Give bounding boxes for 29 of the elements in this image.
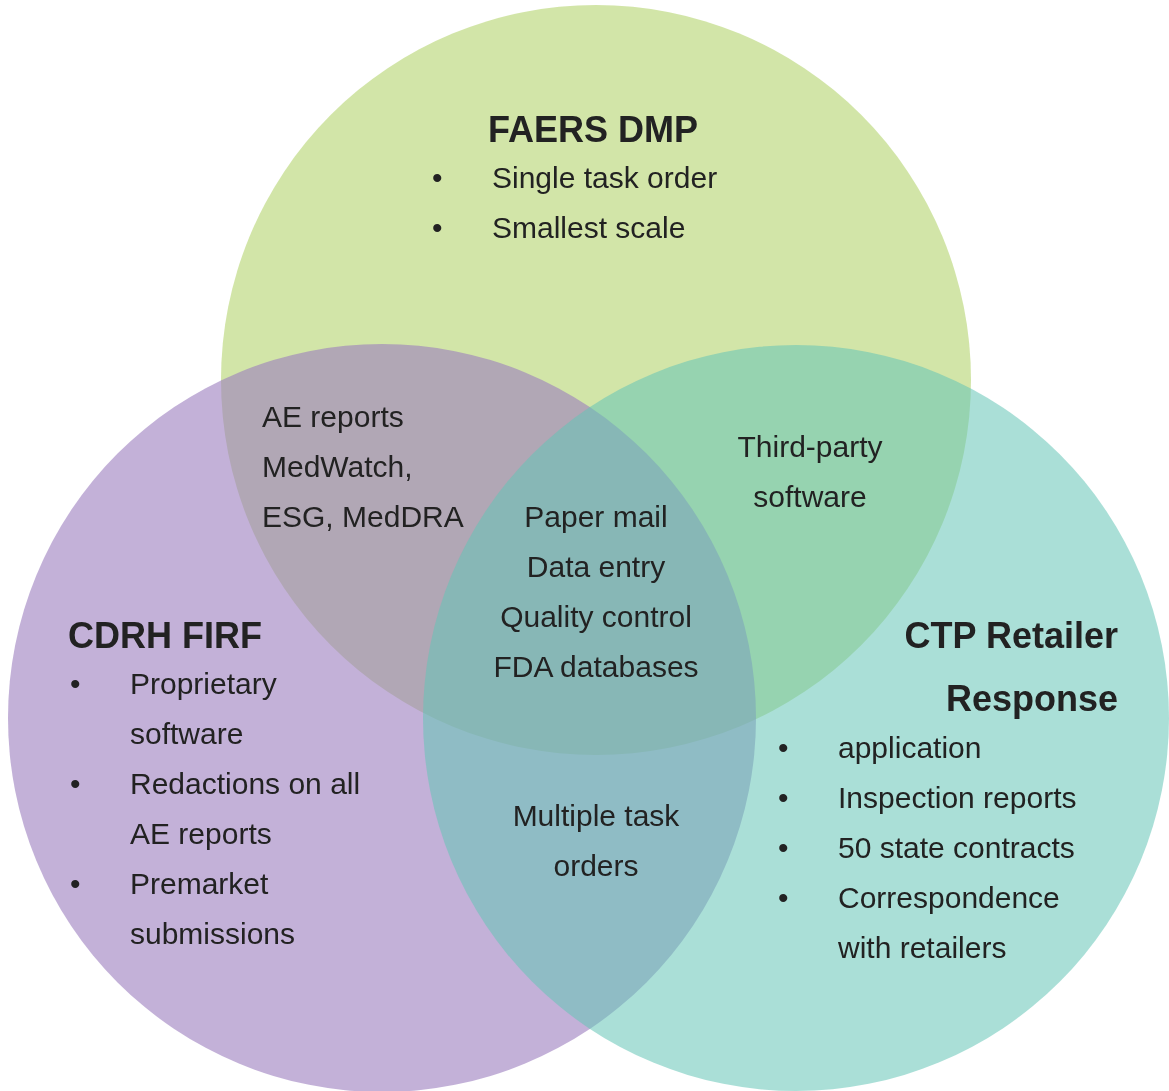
overlap-text: FDA databases (492, 649, 700, 685)
bullet-item: Correspondence with retailers (838, 880, 1061, 966)
bullet-item: Single task order (492, 160, 719, 196)
set-title: CTP Retailer Response (903, 614, 1118, 721)
overlap-text: Paper mail (523, 499, 669, 535)
bullet-item: application (838, 730, 983, 766)
overlap-text: Multiple task orders (511, 798, 681, 884)
bullet-marker: • (431, 160, 444, 196)
bullet-marker: • (777, 730, 790, 766)
bullet-marker: • (777, 880, 790, 916)
bullet-item: Premarket submissions (130, 866, 297, 952)
bullet-marker: • (431, 210, 444, 246)
bullet-item: Proprietary software (130, 666, 278, 752)
overlap-text: AE reports (262, 399, 405, 435)
bullet-item: 50 state contracts (838, 830, 1076, 866)
overlap-text: Data entry (525, 549, 667, 585)
bullet-item: Smallest scale (492, 210, 687, 246)
bullet-marker: • (69, 866, 82, 902)
bullet-marker: • (69, 766, 82, 802)
overlap-text: Quality control (499, 599, 693, 635)
bullet-marker: • (777, 830, 790, 866)
bullet-item: Inspection reports (838, 780, 1078, 816)
bullet-marker: • (69, 666, 82, 702)
bullet-item: Redactions on all AE reports (130, 766, 362, 852)
set-title: FAERS DMP (488, 108, 700, 152)
set-title: CDRH FIRF (68, 614, 263, 658)
overlap-text: MedWatch, ESG, MedDRA (262, 449, 465, 535)
bullet-marker: • (777, 780, 790, 816)
overlap-text: Third-party software (736, 429, 884, 515)
